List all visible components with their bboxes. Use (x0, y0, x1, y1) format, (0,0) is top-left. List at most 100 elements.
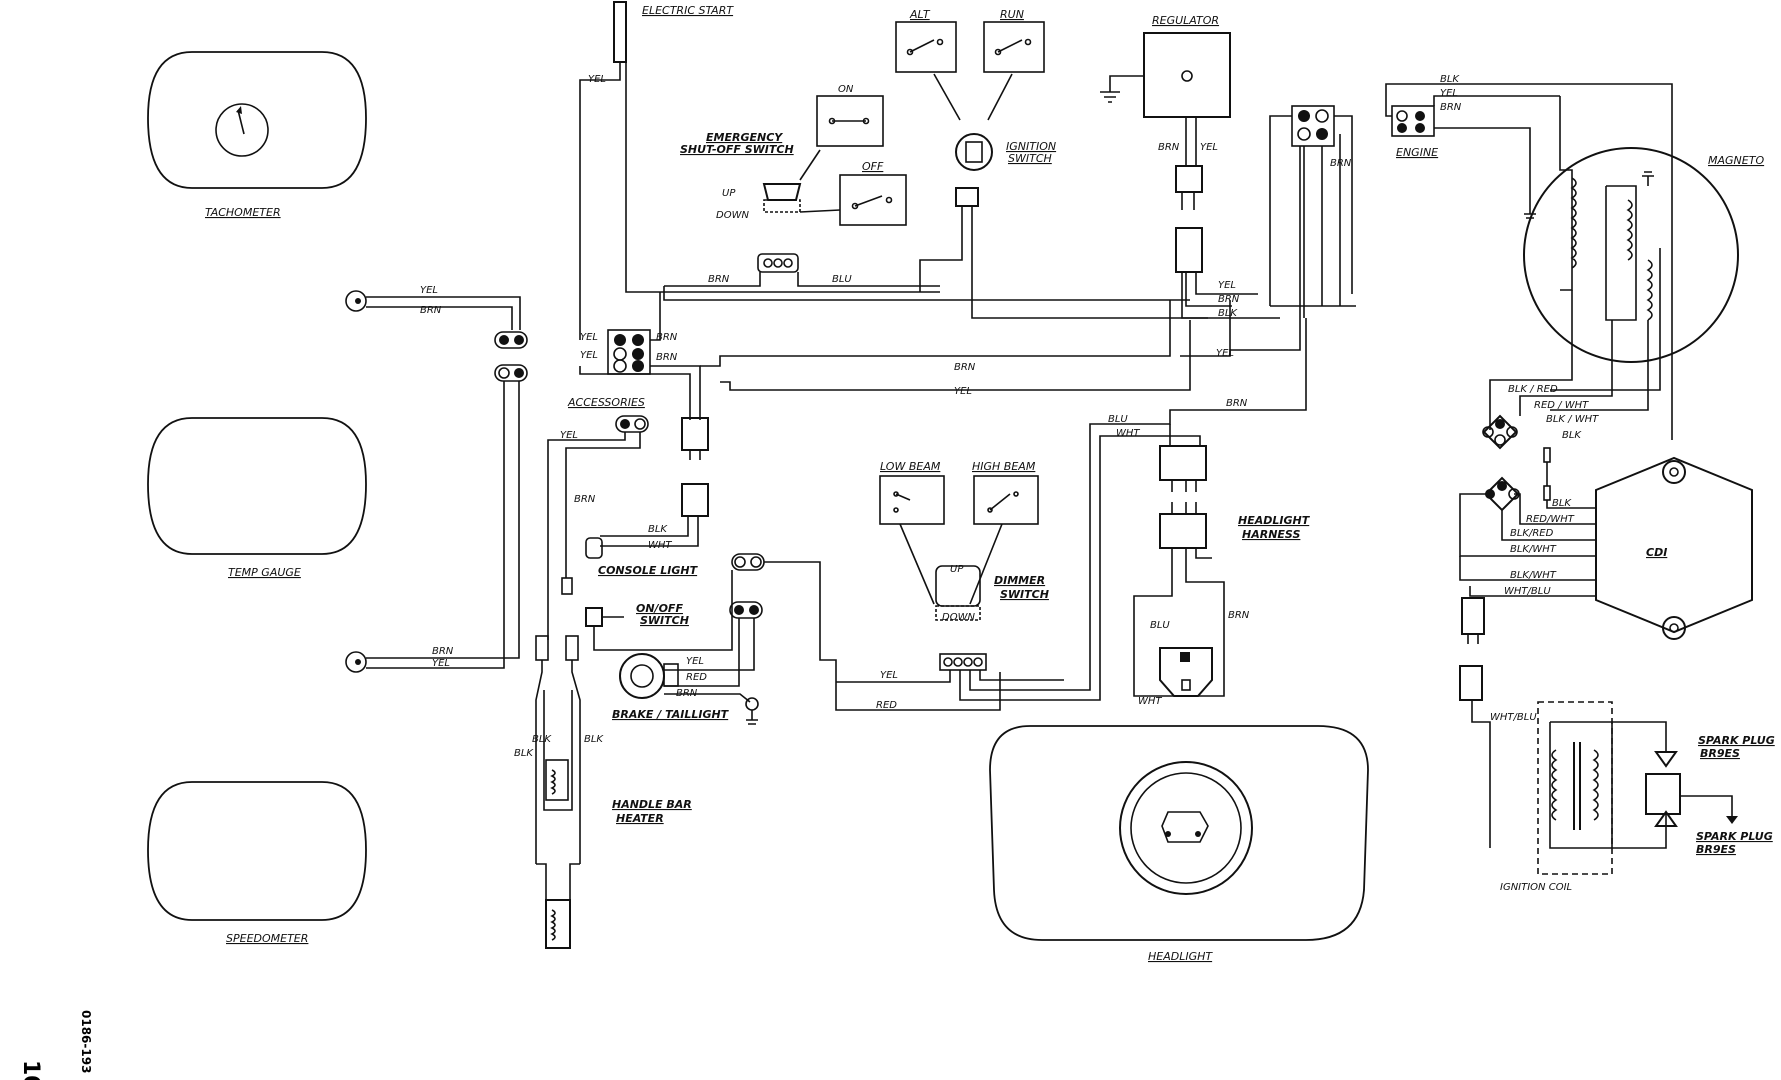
magneto: MAGNETO (1489, 96, 1764, 430)
regulator: REGULATOR BRN YEL (1100, 14, 1231, 210)
headlight: HEADLIGHT (989, 725, 1369, 963)
engine-harness-connector: BRN (1229, 105, 1356, 356)
reg2-brn-label: BRN (1218, 294, 1240, 305)
speedo-bulb-socket-icon (345, 651, 367, 673)
heater-label-2: HEATER (616, 812, 664, 825)
acc-brn-label-1: BRN (656, 332, 678, 343)
tach-yel-label: YEL (420, 285, 438, 296)
dimmer-down-label: DOWN (942, 612, 975, 623)
electric-start-label: ELECTRIC START (642, 4, 734, 17)
console-brn-label: BRN (574, 494, 596, 505)
speedo-brn-label: BRN (432, 646, 454, 657)
console-yel-label: YEL (560, 430, 578, 441)
eng-yel-label: YEL (1440, 88, 1458, 99)
page-footer: 107 0186-193 (18, 1010, 93, 1080)
ignition-alt-label: ALT (909, 8, 931, 21)
main-harness: BRN YEL YEL (663, 286, 1234, 397)
low-high-beam: LOW BEAM HIGH BEAM UP DOWN DIMMER SWITCH (879, 460, 1049, 623)
center-brn-label: BRN (708, 274, 730, 285)
harness-brn-label: BRN (1228, 610, 1250, 621)
headlight-harness-plug-2 (1159, 513, 1207, 549)
on-off-switch: ON/OFF SWITCH (585, 553, 1001, 711)
emergency-off-label: OFF (862, 160, 884, 173)
spark-ground-icon (1726, 816, 1738, 824)
console-wht-label: WHT (648, 540, 672, 551)
harness-label-2: HARNESS (1242, 528, 1300, 541)
engine-connector: ENGINE BLK YEL BRN (1385, 74, 1673, 440)
ignition-label-2: SWITCH (1008, 152, 1052, 165)
acc-yel-label-1: YEL (580, 332, 598, 343)
headlight-harness-plug-1 (1159, 445, 1207, 481)
spark-plug-2-icon (1654, 810, 1678, 827)
electric-start: ELECTRIC START YEL (579, 1, 940, 340)
temp-gauge-label: TEMP GAUGE (228, 566, 301, 579)
reg2-yel-label: YEL (1218, 280, 1236, 291)
emergency-switch: ON OFF EMERGENCY SHUT-OFF SWITCH UP DOWN (680, 84, 907, 226)
cdi-blkred-label: BLK / RED (1508, 384, 1558, 395)
hl-brn-label: BRN (1226, 398, 1248, 409)
brake-taillight-label: BRAKE / TAILLIGHT (612, 708, 730, 721)
gauge-connector (494, 364, 528, 382)
reg2-blk-label: BLK (1218, 308, 1238, 319)
cdi-unit: CDI (1595, 456, 1753, 640)
headlight-label: HEADLIGHT (1148, 950, 1213, 963)
estart-yel-label: YEL (588, 74, 606, 85)
heater-blk-label-3: BLK (584, 734, 604, 745)
coil-whtblu-label: WHT/BLU (1490, 712, 1537, 723)
regulator-connector: YEL BRN BLK (1175, 227, 1280, 319)
tachometer-gauge: TACHOMETER (147, 51, 367, 219)
document-code: 0186-193 (79, 1010, 93, 1073)
cdi-blk-label: BLK (1562, 430, 1582, 441)
headlight-wiring: YEL RED BLU WHT BRN HEADLIGHT HARNESS BL… (836, 318, 1311, 711)
harness-yel-label-2: YEL (1216, 348, 1234, 359)
accessories-plug (681, 417, 709, 451)
page-number: 107 (18, 1060, 43, 1080)
spark-plug-2-label-1: SPARK PLUG (1696, 830, 1773, 843)
spark-plug-1-icon (1654, 751, 1678, 768)
eng-blk-label: BLK (1440, 74, 1460, 85)
magneto-label: MAGNETO (1708, 154, 1764, 167)
ignition-coil-label: IGNITION COIL (1500, 882, 1572, 893)
speedometer-label: SPEEDOMETER (226, 932, 308, 945)
spark-plug-2-label-2: BR9ES (1696, 843, 1736, 856)
ignition-switch: ALT RUN IGNITION SWITCH (895, 8, 1208, 319)
heater-blk-label-2: BLK (532, 734, 552, 745)
magneto-ground-2-icon (1642, 171, 1654, 186)
speedo-yel-label: YEL (432, 658, 450, 669)
acc-yel-label-2: YEL (580, 350, 598, 361)
emergency-down-label: DOWN (716, 210, 749, 221)
cdi2-blkwht-label: BLK/WHT (1510, 544, 1557, 555)
dimmer-label-2: SWITCH (1000, 588, 1049, 601)
cdi-redwht-label: RED / WHT (1534, 400, 1589, 411)
tach-bulb-socket-icon (345, 290, 367, 312)
temp-gauge: TEMP GAUGE (147, 417, 367, 579)
harness-blu-label: BLU (1150, 620, 1170, 631)
cdi2-blk-label: BLK (1552, 498, 1572, 509)
high-beam-label: HIGH BEAM (972, 460, 1036, 473)
heater-blk-label-1: BLK (514, 748, 534, 759)
console-blk-label: BLK (648, 524, 668, 535)
ignition-label-1: IGNITION (1006, 140, 1056, 153)
ignition-run-label: RUN (1000, 8, 1024, 21)
console-light: YEL BRN BLK WHT CONSOLE LIGHT (547, 415, 709, 640)
brake-yel-label: YEL (686, 656, 704, 667)
coil-secondary-icon (1592, 749, 1599, 821)
eng-brn2-label: BRN (1440, 102, 1462, 113)
dimmer-label-1: DIMMER (994, 574, 1045, 587)
cdi2-redwht-label: RED/WHT (1526, 514, 1575, 525)
on-off-switch-icon (585, 607, 603, 627)
on-off-label-1: ON/OFF (636, 602, 683, 615)
emergency-on-label: ON (838, 84, 854, 95)
on-off-label-2: SWITCH (640, 614, 689, 627)
taillight-bulb-icon (619, 653, 665, 699)
console-light-label: CONSOLE LIGHT (598, 564, 699, 577)
emergency-label-2: SHUT-OFF SWITCH (680, 143, 794, 156)
magneto-coil-3-icon (1646, 259, 1653, 321)
gauge-wiring: YEL BRN BRN YEL (345, 285, 528, 673)
brake-ground-icon (746, 710, 758, 725)
spark-plug-1-label-2: BR9ES (1700, 747, 1740, 760)
hl-yel-label: YEL (880, 670, 898, 681)
regulator-label: REGULATOR (1152, 14, 1219, 27)
magneto-coil-1-icon (1570, 177, 1577, 269)
emergency-up-label: UP (722, 188, 736, 199)
